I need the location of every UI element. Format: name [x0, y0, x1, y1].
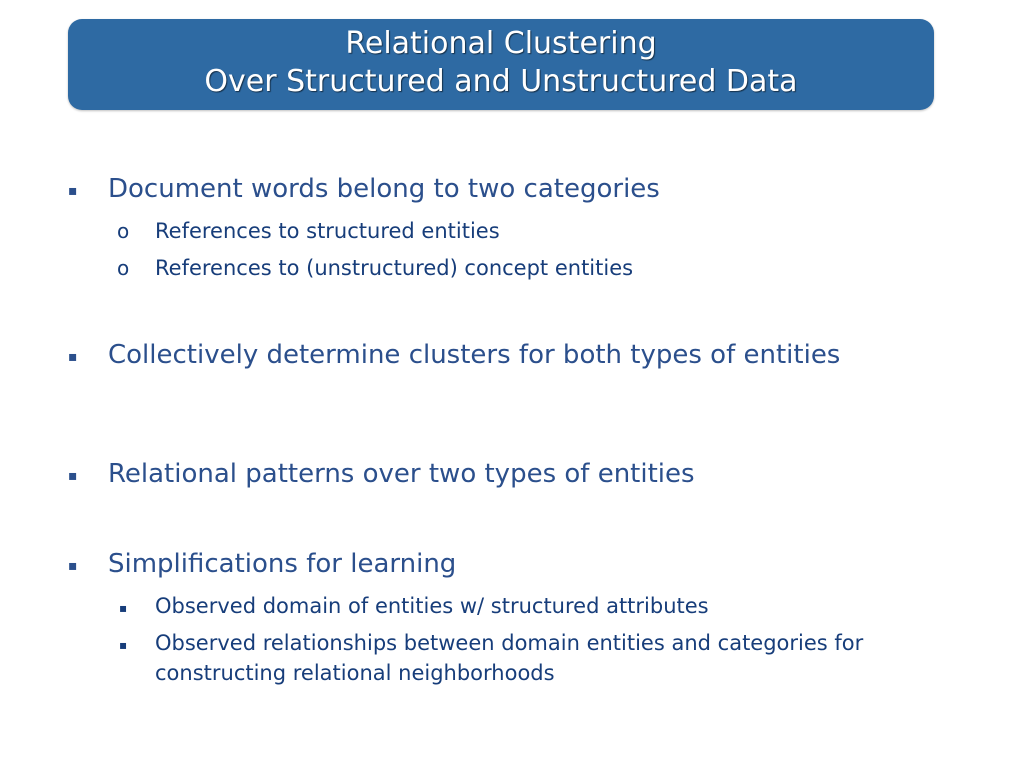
bullet-text: Document words belong to two categories [108, 174, 660, 204]
slide-title-line-1: Relational Clustering [345, 26, 657, 61]
bullet-square-icon: ▪ [68, 349, 78, 365]
sub-bullet-4-1: ▪ Observed domain of entities w/ structu… [119, 591, 915, 621]
bullet-square-icon: ▪ [68, 558, 78, 574]
bullet-square-icon: ▪ [119, 638, 128, 652]
sub-bullet-text: Observed relationships between domain en… [155, 631, 864, 685]
sub-bullet-4-2: ▪ Observed relationships between domain … [119, 628, 915, 688]
bullet-text: Relational patterns over two types of en… [108, 459, 695, 489]
sub-bullet-text: Observed domain of entities w/ structure… [155, 594, 709, 618]
bullet-3: ▪ Relational patterns over two types of … [68, 456, 908, 492]
bullet-4: ▪ Simplifications for learning [68, 546, 908, 582]
bullet-2: ▪ Collectively determine clusters for bo… [68, 337, 908, 373]
sub-bullet-text: References to structured entities [155, 219, 500, 243]
slide-title-box: Relational Clustering Over Structured an… [68, 19, 934, 110]
bullet-text: Collectively determine clusters for both… [108, 340, 841, 370]
bullet-o-icon: o [117, 256, 130, 280]
bullet-square-icon: ▪ [68, 183, 78, 199]
bullet-square-icon: ▪ [68, 468, 78, 484]
bullet-square-icon: ▪ [119, 601, 128, 615]
sub-bullet-1-1: o References to structured entities [117, 216, 915, 246]
bullet-text: Simplifications for learning [108, 549, 457, 579]
sub-bullet-text: References to (unstructured) concept ent… [155, 256, 634, 280]
bullet-o-icon: o [117, 219, 130, 243]
sub-bullet-1-2: o References to (unstructured) concept e… [117, 253, 915, 283]
bullet-1: ▪ Document words belong to two categorie… [68, 171, 908, 207]
slide-title-line-2: Over Structured and Unstructured Data [204, 64, 798, 99]
